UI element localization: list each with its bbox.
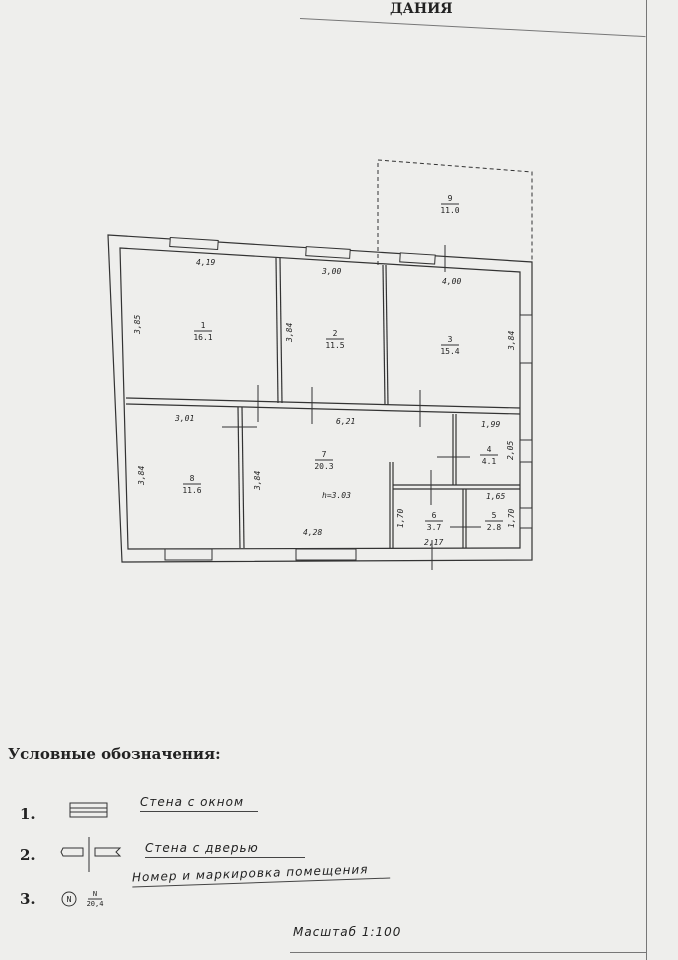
legend-number: 2. bbox=[20, 846, 36, 864]
wall-1-2 bbox=[275, 257, 279, 404]
room-marker-area: 20,4 bbox=[87, 900, 104, 908]
wall-2-3b bbox=[385, 264, 389, 406]
legend-label-window-wall: Стена с окном bbox=[140, 795, 258, 812]
room-number: 5 bbox=[492, 511, 497, 520]
dimension: 3,85 bbox=[133, 315, 142, 335]
room-area: 11.0 bbox=[440, 206, 459, 215]
dimension: 1,70 bbox=[507, 509, 516, 528]
scale-label: Масштаб 1:100 bbox=[293, 925, 402, 939]
room-number: 6 bbox=[432, 511, 437, 520]
room-7-label: 720.3 bbox=[314, 450, 333, 471]
room-4-label: 44.1 bbox=[480, 445, 498, 466]
window bbox=[305, 246, 351, 259]
room-5-label: 52.8 bbox=[485, 511, 503, 532]
room-number: 2 bbox=[333, 329, 338, 338]
room-number: 8 bbox=[190, 474, 195, 483]
window bbox=[164, 548, 213, 561]
room-area: 2.8 bbox=[487, 523, 502, 532]
dimension: 1,99 bbox=[481, 420, 500, 429]
room-3-label: 315.4 bbox=[440, 335, 459, 356]
corridor-wall-bottom bbox=[125, 403, 521, 415]
dimension: 1,70 bbox=[396, 509, 405, 528]
dimension: 6,21 bbox=[336, 417, 355, 426]
room-labels: 116.1 211.5 315.4 44.1 52.8 63.7 720.3 8… bbox=[182, 194, 503, 532]
legend-number: 1. bbox=[20, 805, 36, 823]
room-area: 16.1 bbox=[193, 333, 212, 342]
door-wall-symbol bbox=[60, 837, 122, 872]
dimension: 4,19 bbox=[196, 258, 215, 267]
window bbox=[519, 439, 533, 463]
dimension: 3,84 bbox=[137, 466, 146, 486]
dimension: 3,84 bbox=[285, 323, 294, 343]
dimension: 3,84 bbox=[253, 471, 262, 491]
window bbox=[295, 548, 357, 561]
dimension: 4,28 bbox=[303, 528, 322, 537]
wall-1-2b bbox=[279, 257, 283, 404]
legend-symbols bbox=[60, 802, 122, 907]
room-1-label: 116.1 bbox=[193, 321, 212, 342]
walls bbox=[107, 234, 533, 563]
room-area: 11.6 bbox=[182, 486, 201, 495]
room-9-label: 911.0 bbox=[440, 194, 459, 215]
room-area: 4.1 bbox=[482, 457, 497, 466]
room-9-dashed-outline bbox=[377, 159, 533, 265]
window bbox=[399, 252, 436, 265]
wall-2-3 bbox=[382, 264, 386, 406]
dimension: 1,65 bbox=[486, 492, 505, 501]
windows bbox=[164, 236, 533, 561]
room-number: 9 bbox=[448, 194, 453, 203]
room-marker-number: N bbox=[93, 890, 97, 898]
window-wall-symbol bbox=[69, 802, 108, 818]
room-number: 1 bbox=[201, 321, 206, 330]
room-2-label: 211.5 bbox=[325, 329, 344, 350]
dimension: 4,00 bbox=[442, 277, 461, 286]
corridor-wall-top bbox=[125, 397, 521, 409]
wall-8-7 bbox=[237, 406, 241, 549]
inner-wall bbox=[119, 247, 521, 550]
room-area: 11.5 bbox=[325, 341, 344, 350]
room-area: 3.7 bbox=[427, 523, 442, 532]
dimension: 2,17 bbox=[424, 538, 443, 547]
window bbox=[519, 314, 533, 364]
dimension: 2,05 bbox=[506, 441, 515, 460]
bottom-rule bbox=[290, 952, 646, 953]
room-number: 7 bbox=[322, 450, 327, 459]
window bbox=[169, 236, 219, 251]
room-area: 15.4 bbox=[440, 347, 459, 356]
room-marker-letter: N bbox=[67, 895, 72, 904]
room-number: 3 bbox=[448, 335, 453, 344]
room-area: 20.3 bbox=[314, 462, 333, 471]
outer-wall bbox=[107, 234, 533, 563]
dimension: 3,84 bbox=[507, 331, 516, 351]
wall-8-7b bbox=[241, 406, 245, 549]
page-title-fragment: ДАНИЯ bbox=[390, 1, 453, 17]
dimension: 3,00 bbox=[321, 267, 341, 276]
room-8-label: 811.6 bbox=[182, 474, 201, 495]
room-number: 4 bbox=[487, 445, 492, 454]
frame-right-border bbox=[646, 0, 647, 960]
room-marker-symbol bbox=[61, 891, 102, 907]
legend-number: 3. bbox=[20, 890, 36, 908]
ceiling-height: h=3.03 bbox=[322, 491, 351, 500]
room-6-label: 63.7 bbox=[425, 511, 443, 532]
dimension: 3,01 bbox=[174, 414, 194, 423]
legend-label-door-wall: Стена с дверью bbox=[145, 841, 305, 858]
legend-title: Условные обозначения: bbox=[8, 745, 221, 763]
dimension-labels: 4,19 3,00 4,00 3,85 3,84 3,84 3,01 6,21 … bbox=[133, 258, 516, 547]
window bbox=[519, 507, 533, 529]
door-marks bbox=[222, 245, 481, 570]
